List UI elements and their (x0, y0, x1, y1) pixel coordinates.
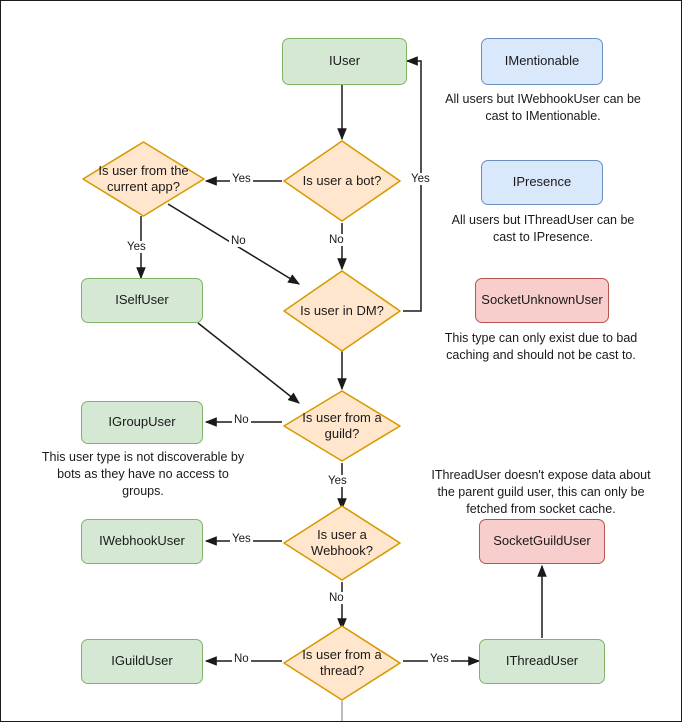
node-is-user-in-dm[interactable]: Is user in DM? (282, 269, 402, 353)
node-iuser-label: IUser (328, 53, 361, 69)
node-iwebhookuser-label: IWebhookUser (99, 533, 185, 549)
edge-label-isbot-no: No (327, 234, 346, 246)
node-is-user-from-a-guild-label: Is user from a guild? (302, 409, 382, 441)
node-socketguilduser-label: SocketGuildUser (493, 533, 591, 549)
caption-igroupuser: This user type is not discoverable by bo… (41, 450, 245, 498)
edge-label-isguild-yes: Yes (326, 475, 349, 487)
node-is-user-from-a-thread-label: Is user from a thread? (302, 646, 382, 678)
node-ipresence-label: IPresence (512, 174, 572, 190)
node-socketguilduser[interactable]: SocketGuildUser (479, 519, 605, 564)
node-iguilduser-label: IGuildUser (111, 653, 173, 669)
edge-label-iswebhook-no: No (327, 592, 346, 604)
caption-ipresence: All users but IThreadUser can be cast to… (451, 213, 635, 244)
node-iwebhookuser[interactable]: IWebhookUser (81, 519, 203, 564)
node-ithreaduser[interactable]: IThreadUser (479, 639, 605, 684)
node-is-user-from-a-guild[interactable]: Is user from a guild? (282, 389, 402, 463)
node-igroupuser-label: IGroupUser (108, 414, 176, 430)
node-socketunknownuser[interactable]: SocketUnknownUser (475, 278, 609, 323)
node-is-user-from-current-app-label: Is user from the current app? (98, 162, 189, 194)
node-iuser[interactable]: IUser (282, 38, 407, 85)
caption-imentionable: All users but IWebhookUser can be cast t… (445, 92, 641, 123)
edge-label-isbot-yes: Yes (230, 173, 253, 185)
caption-socketunknownuser: This type can only exist due to bad cach… (444, 331, 638, 362)
node-imentionable[interactable]: IMentionable (481, 38, 603, 85)
edge-label-iswebhook-yes: Yes (230, 533, 253, 545)
caption-socketguilduser: IThreadUser doesn't expose data about th… (431, 468, 651, 516)
node-imentionable-label: IMentionable (504, 53, 580, 69)
edge-label-isthread-no: No (232, 653, 251, 665)
node-is-user-a-webhook[interactable]: Is user a Webhook? (282, 504, 402, 582)
edge-label-iscurrentapp-no: No (229, 235, 248, 247)
edge-label-iscurrentapp-yes: Yes (125, 241, 148, 253)
edge-label-isguild-no: No (232, 414, 251, 426)
node-is-user-a-webhook-label: Is user a Webhook? (311, 526, 373, 558)
node-is-user-a-bot-label: Is user a bot? (302, 172, 382, 188)
node-iselfuser[interactable]: ISelfUser (81, 278, 203, 323)
node-is-user-from-a-thread[interactable]: Is user from a thread? (282, 624, 402, 702)
edge-label-isthread-yes: Yes (428, 653, 451, 665)
node-ipresence[interactable]: IPresence (481, 160, 603, 205)
node-igroupuser[interactable]: IGroupUser (81, 401, 203, 444)
node-iselfuser-label: ISelfUser (115, 292, 169, 308)
node-ithreaduser-label: IThreadUser (505, 653, 579, 669)
node-is-user-from-current-app[interactable]: Is user from the current app? (81, 140, 206, 218)
node-is-user-in-dm-label: Is user in DM? (300, 302, 384, 318)
node-is-user-a-bot[interactable]: Is user a bot? (282, 139, 402, 223)
node-iguilduser[interactable]: IGuildUser (81, 639, 203, 684)
edge-label-isdm-yes: Yes (409, 173, 432, 185)
edge-isdm-yes-to-iuser (403, 56, 422, 312)
node-socketunknownuser-label: SocketUnknownUser (481, 292, 603, 308)
